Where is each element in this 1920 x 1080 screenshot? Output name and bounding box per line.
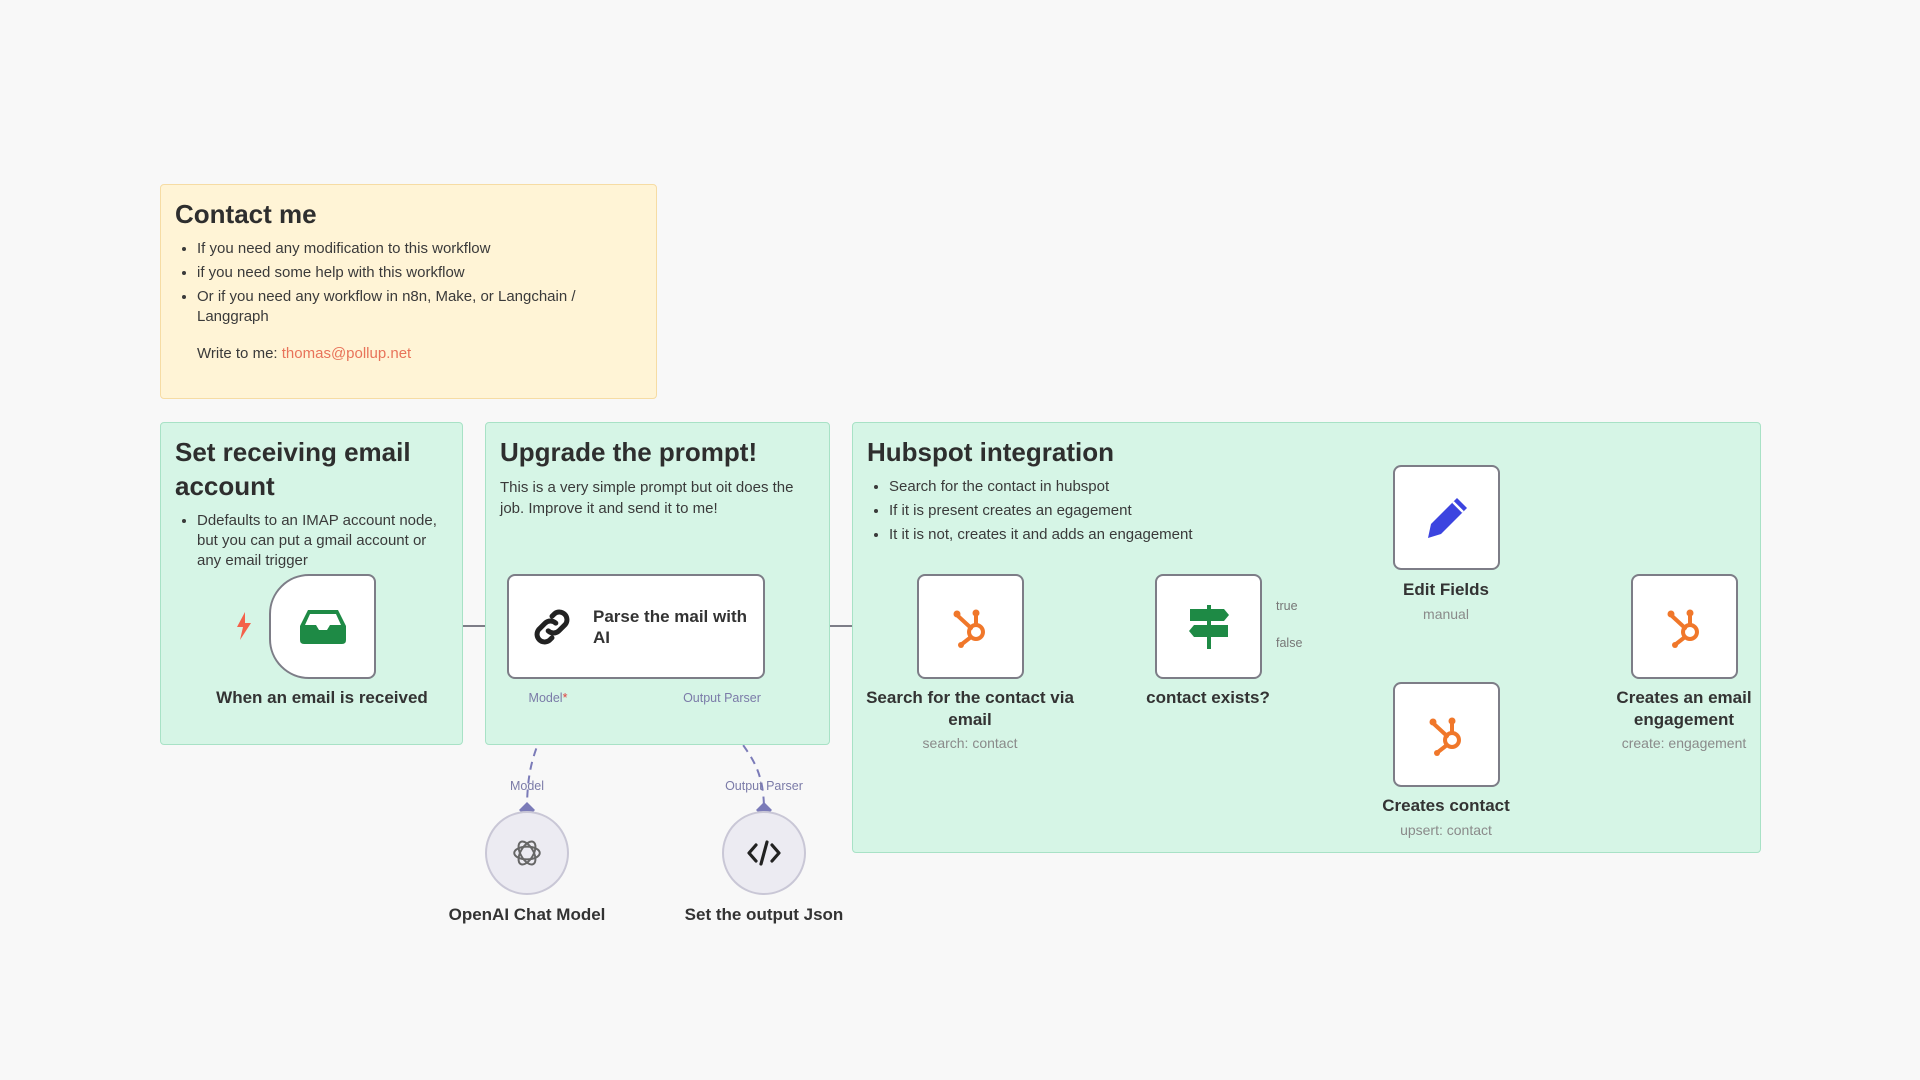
node-title: Parse the mail with AI — [593, 606, 747, 647]
list-item: if you need some help with this workflow — [197, 263, 642, 283]
pencil-icon — [1427, 497, 1467, 538]
openai-icon — [513, 840, 541, 866]
list-item: It it is not, creates it and adds an eng… — [889, 525, 1746, 545]
node-title: Creates contact — [1382, 796, 1510, 815]
list-item: If it is present creates an egagement — [889, 501, 1746, 521]
hubspot-icon — [1667, 609, 1699, 648]
port-output-parser-label: Output Parser — [683, 691, 761, 705]
node-email-trigger[interactable] — [269, 574, 376, 679]
node-title: When an email is received — [216, 688, 428, 707]
node-subtitle: upsert: contact — [1400, 822, 1492, 838]
hubspot-icon — [1429, 717, 1461, 756]
hubspot-icon — [953, 609, 985, 648]
sticky-contact-me: Contact me If you need any modification … — [160, 184, 657, 399]
write-prefix: Write to me: — [197, 345, 282, 362]
node-title: OpenAI Chat Model — [448, 905, 606, 924]
true-branch-label: true — [1276, 599, 1298, 613]
node-subtitle: search: contact — [922, 735, 1018, 751]
list-item: Search for the contact in hubspot — [889, 477, 1746, 497]
node-title: Edit Fields — [1403, 580, 1489, 599]
node-subtitle: manual — [1423, 606, 1469, 622]
node-output-parser[interactable] — [722, 811, 806, 895]
node-edit-fields[interactable] — [1393, 465, 1500, 570]
node-search-contact[interactable] — [917, 574, 1024, 679]
node-contact-exists[interactable] — [1155, 574, 1262, 679]
node-subtitle: create: engagement — [1621, 735, 1747, 751]
sticky-title: Set receiving email account — [175, 437, 411, 501]
list-item: Ddefaults to an IMAP account node, but y… — [197, 511, 448, 571]
false-branch-label: false — [1276, 636, 1303, 650]
node-parse-mail[interactable]: Parse the mail with AI — [507, 574, 765, 679]
signpost-icon — [1188, 604, 1229, 649]
node-openai-model[interactable] — [485, 811, 569, 895]
lightning-icon — [237, 612, 251, 640]
node-title: Set the output Json — [684, 905, 844, 924]
node-title: contact exists? — [1146, 688, 1270, 707]
node-title: Creates an email engagement — [1616, 688, 1752, 729]
node-creates-engagement[interactable] — [1631, 574, 1738, 679]
code-icon — [747, 840, 781, 866]
sticky-title: Contact me — [175, 199, 317, 229]
list-item: Or if you need any workflow in n8n, Make… — [197, 287, 642, 327]
sticky-text: This is a very simple prompt but oit doe… — [500, 479, 794, 517]
port-label: Output Parser — [725, 779, 803, 793]
port-model-label: Model* — [528, 691, 568, 705]
link-icon — [534, 609, 570, 644]
sticky-title: Hubspot integration — [867, 437, 1114, 467]
sticky-title: Upgrade the prompt! — [500, 437, 758, 467]
node-title: Search for the contact via email — [866, 688, 1074, 729]
email-link[interactable]: thomas@pollup.net — [281, 345, 412, 362]
list-item: If you need any modification to this wor… — [197, 239, 642, 259]
inbox-icon — [299, 609, 346, 644]
node-creates-contact[interactable] — [1393, 682, 1500, 787]
port-label: Model — [509, 779, 545, 793]
